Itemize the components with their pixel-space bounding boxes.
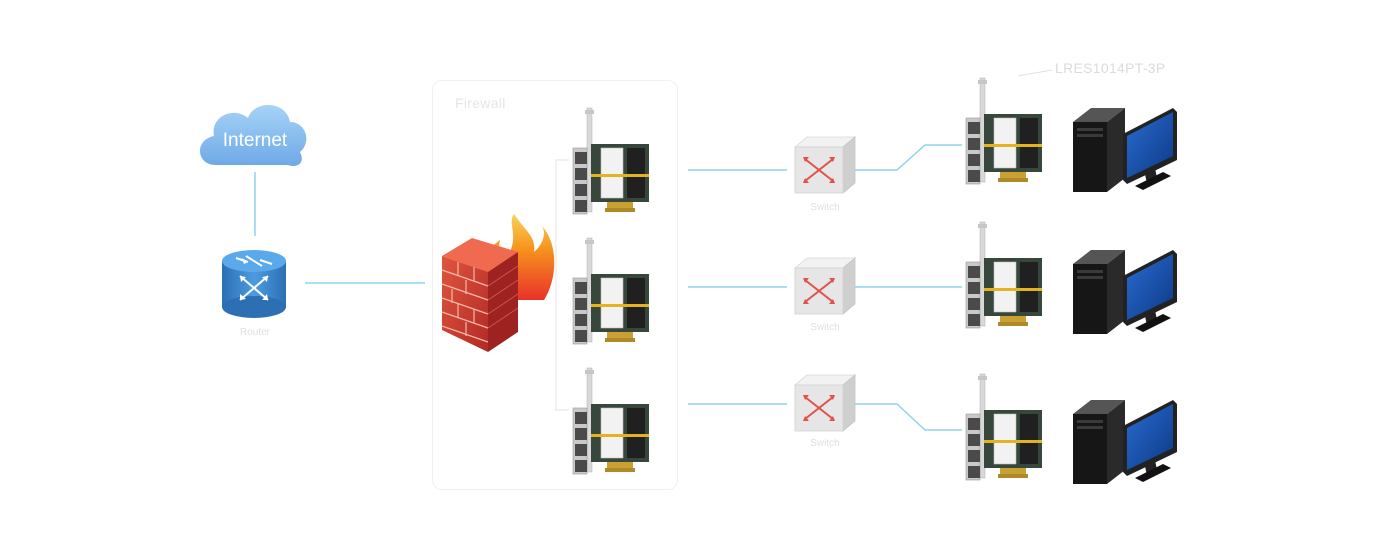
nic-card-icon <box>965 373 1043 481</box>
switch-caption: Switch <box>810 322 840 333</box>
nic-card-icon <box>965 221 1043 329</box>
nic-card-icon <box>572 237 650 345</box>
firewall-icon <box>441 214 555 352</box>
connection-links <box>254 69 1053 431</box>
switch-icon <box>794 257 856 315</box>
switch-caption: Switch <box>810 202 840 213</box>
switch-icon <box>794 136 856 194</box>
desktop-pc-icon <box>1073 400 1177 484</box>
nic-card-icon <box>572 107 650 215</box>
firewall-box-title: Firewall <box>455 95 506 111</box>
switch-caption: Switch <box>810 438 840 449</box>
desktop-pc-icon <box>1073 250 1177 334</box>
nic-card-icon <box>572 367 650 475</box>
desktop-pc-icon <box>1073 108 1177 192</box>
cloud-icon <box>199 104 307 166</box>
nic-model-label: LRES1014PT-3P <box>1055 60 1166 76</box>
switch-icon <box>794 374 856 432</box>
internet-label: Internet <box>222 130 288 151</box>
router-caption: Router <box>239 327 270 338</box>
router-icon <box>222 250 286 318</box>
nic-card-icon <box>965 77 1043 185</box>
